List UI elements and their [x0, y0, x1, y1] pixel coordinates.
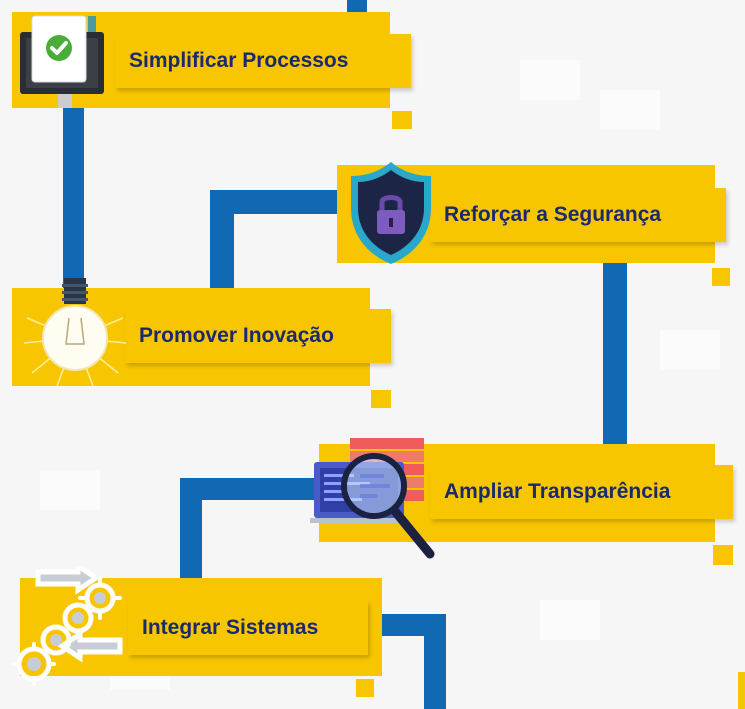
step-label-box: Simplificar Processos	[115, 34, 411, 88]
step-label: Reforçar a Segurança	[444, 203, 662, 226]
connector-2-4	[603, 263, 627, 448]
accent-square	[712, 268, 730, 286]
step-label: Promover Inovação	[139, 324, 334, 347]
step-label: Integrar Sistemas	[142, 616, 319, 639]
accent-square	[392, 111, 412, 129]
accent-square	[713, 545, 733, 565]
connector-top	[347, 0, 367, 14]
connector-1-3	[63, 108, 84, 290]
accent-square	[738, 672, 745, 709]
step-label: Simplificar Processos	[129, 49, 349, 72]
computer-checklist-icon	[20, 15, 104, 108]
connector-4-5-v	[180, 478, 202, 578]
step-label-box: Ampliar Transparência	[430, 465, 733, 519]
step-label-box: Integrar Sistemas	[128, 601, 368, 655]
step-label-box: Promover Inovação	[125, 309, 391, 363]
gears-arrows-icon	[12, 566, 123, 686]
security-shield-lock-icon	[351, 162, 431, 264]
connector-bottom-v	[424, 614, 446, 709]
step-label: Ampliar Transparência	[444, 480, 671, 503]
connector-3-2-h	[210, 190, 340, 214]
connector-4-5-h	[180, 478, 320, 500]
step-label-box: Reforçar a Segurança	[430, 188, 726, 242]
accent-square	[356, 679, 374, 697]
light-bulb-icon	[23, 278, 127, 387]
accent-square	[371, 390, 391, 408]
magnifier-data-icon	[310, 438, 435, 559]
